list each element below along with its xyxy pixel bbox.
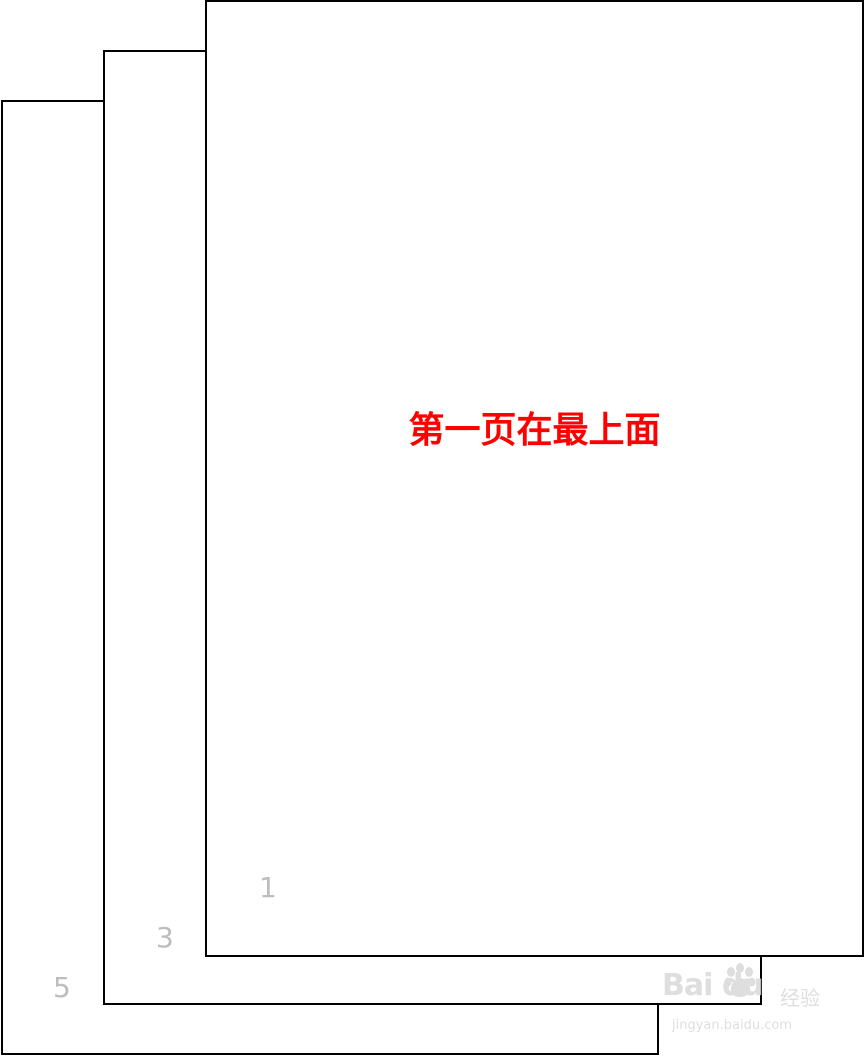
page-number-3: 3 xyxy=(156,921,174,954)
watermark-cn-text: 经验 xyxy=(780,986,820,1010)
paw-icon xyxy=(724,963,756,997)
page-number-1: 1 xyxy=(259,871,277,904)
page-sheet-1: 第一页在最上面 1 xyxy=(205,0,864,957)
watermark-url: jingyan.baidu.com xyxy=(672,1018,792,1033)
baidu-watermark: Bai du 经验 jingyan.baidu.com xyxy=(662,962,832,1042)
page-caption: 第一页在最上面 xyxy=(408,409,661,451)
page-number-5: 5 xyxy=(53,971,71,1004)
